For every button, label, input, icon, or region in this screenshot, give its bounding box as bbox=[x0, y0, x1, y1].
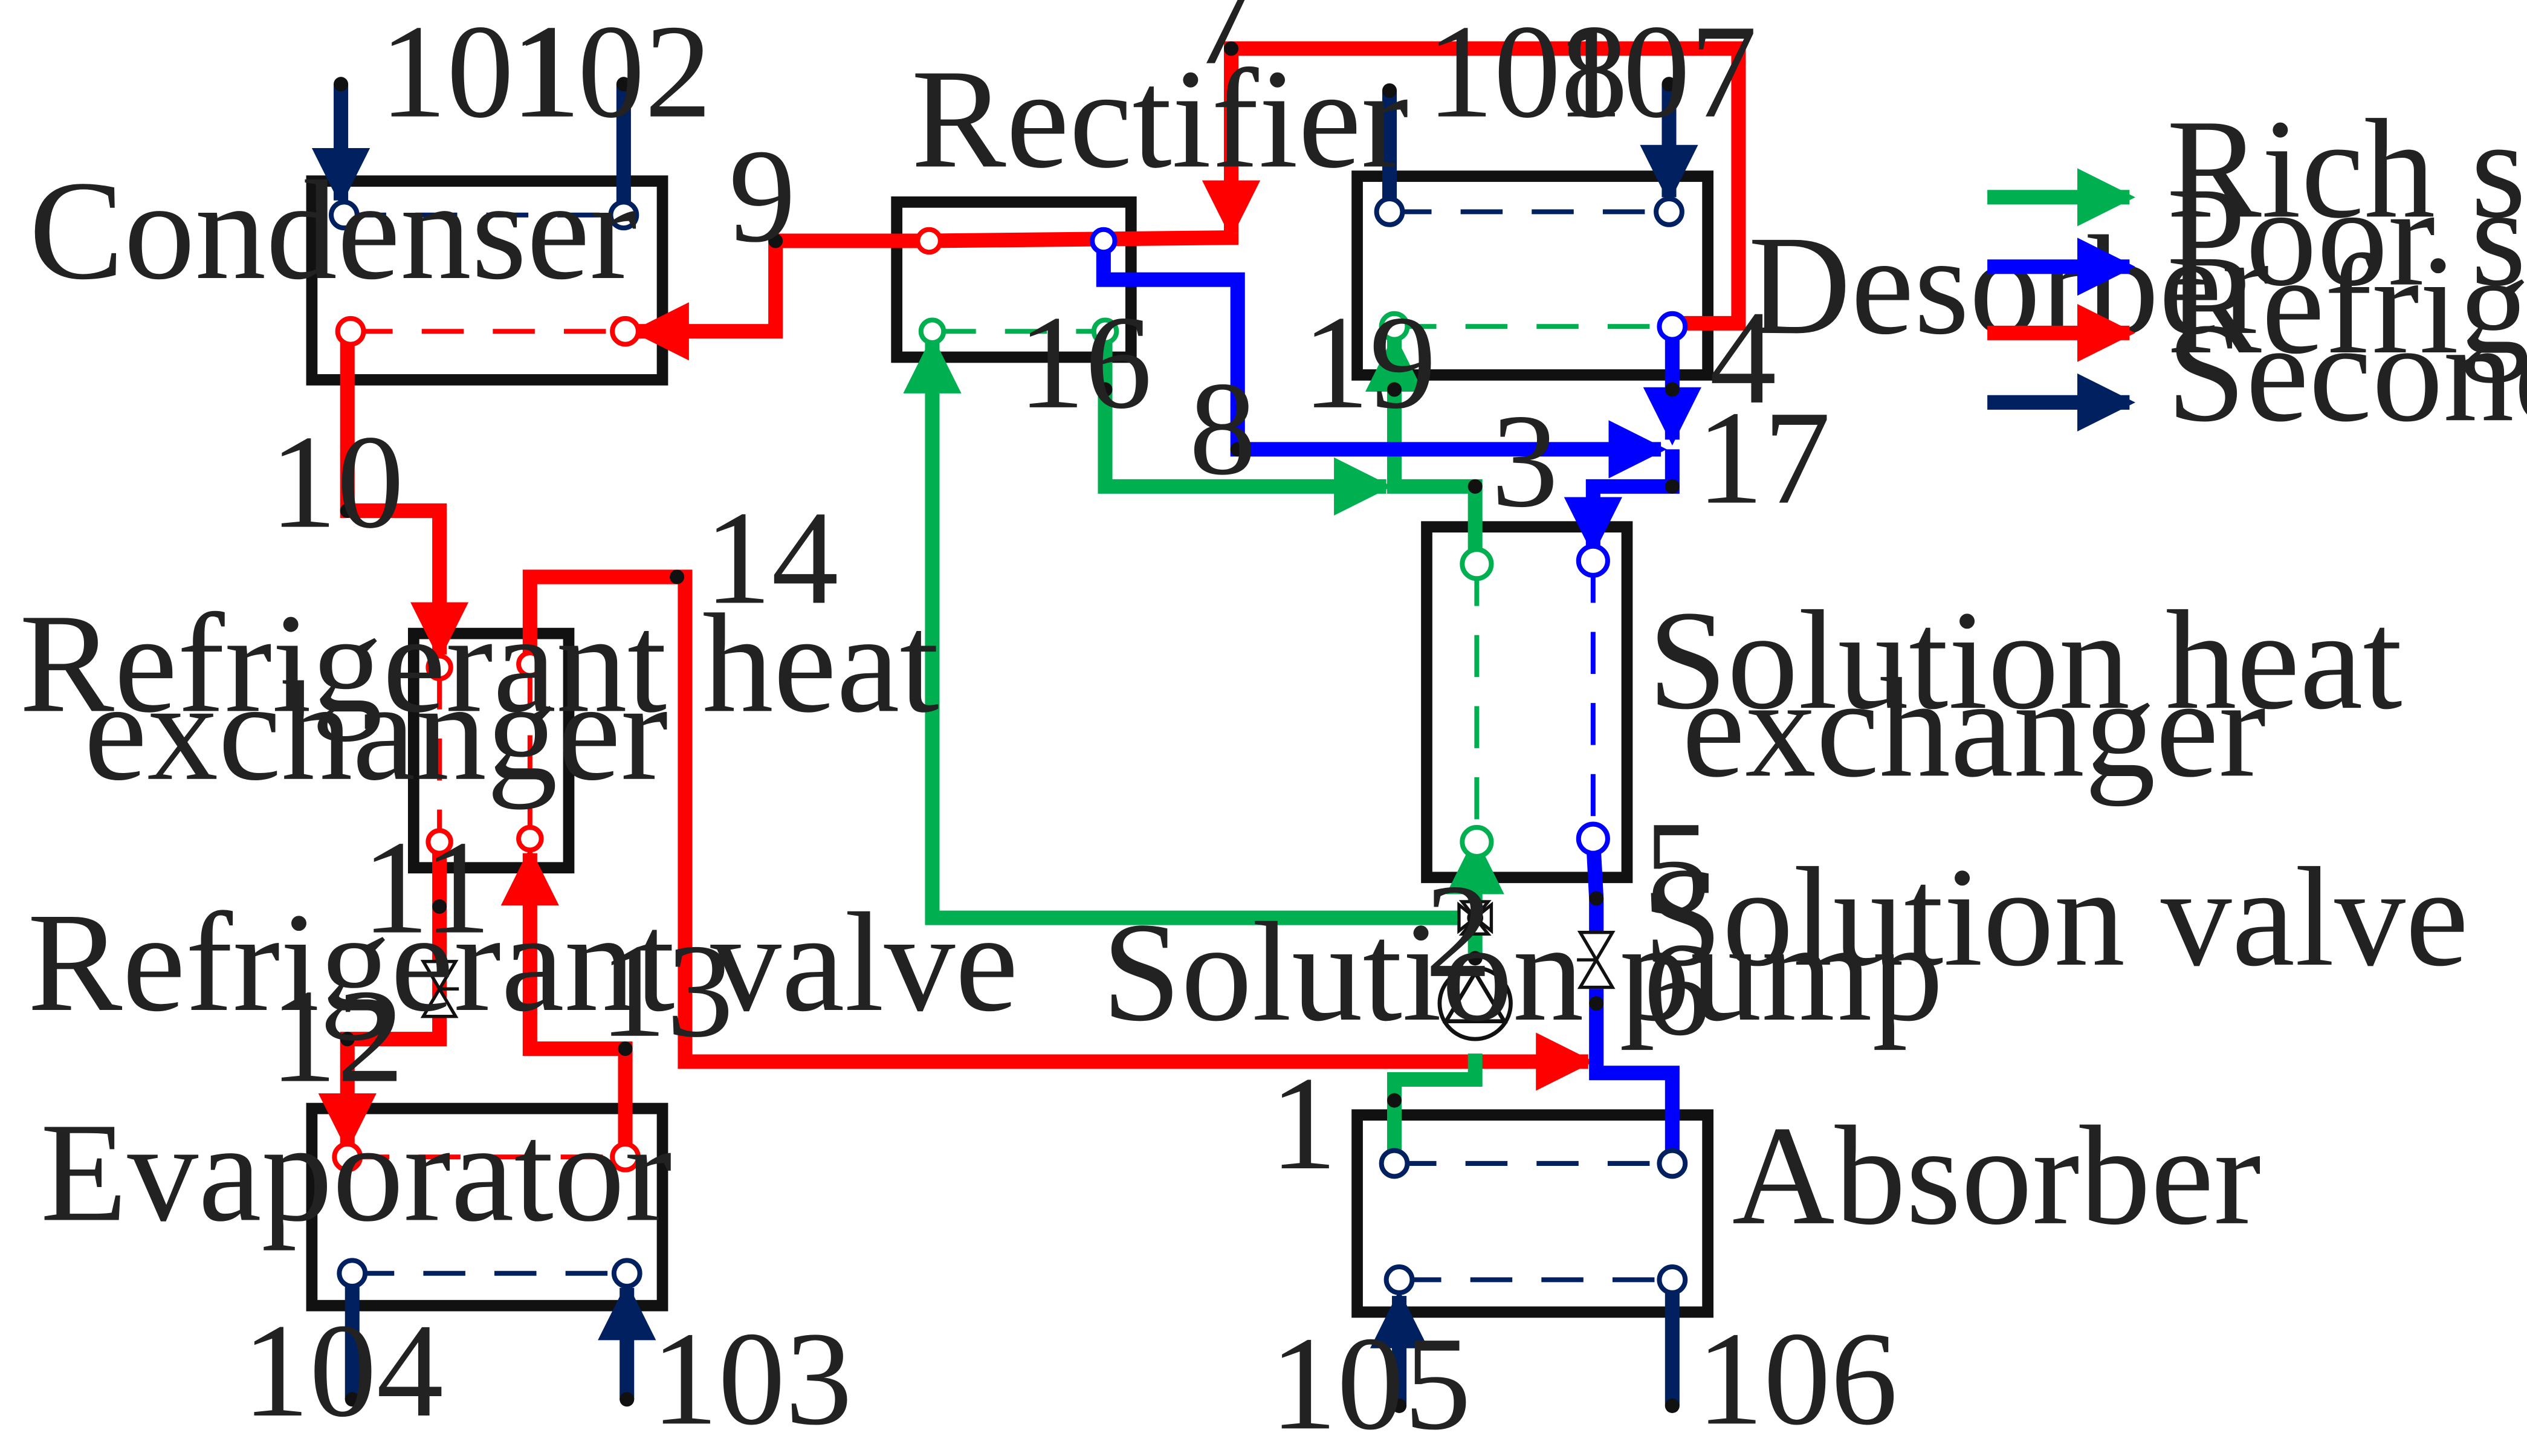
state-101: 101 bbox=[380, 0, 581, 146]
state-106: 106 bbox=[1697, 1304, 1898, 1452]
state-3: 3 bbox=[1491, 386, 1558, 535]
solution-pump-icon bbox=[1437, 966, 1513, 1041]
state-10: 10 bbox=[270, 407, 404, 556]
absorber-box bbox=[1351, 1109, 1714, 1318]
state-4: 4 bbox=[1709, 283, 1776, 432]
shx-label-line2: exchanger bbox=[1682, 649, 2266, 806]
condenser-label: Condenser bbox=[29, 151, 637, 309]
state-8: 8 bbox=[1189, 354, 1257, 502]
refrigerant-valve-icon bbox=[420, 960, 459, 1018]
state-1: 1 bbox=[1270, 1049, 1337, 1197]
legend-item-poor: Poor solution bbox=[1987, 158, 2527, 315]
state-108: 108 bbox=[1427, 0, 1628, 146]
state-16: 16 bbox=[1018, 288, 1152, 436]
evaporator-label: Evaporator bbox=[40, 1093, 672, 1251]
state-point-dots bbox=[334, 41, 1680, 1413]
absorber-label: Absorber bbox=[1732, 1096, 2261, 1254]
refrigerant-line-11-12 bbox=[318, 841, 447, 1152]
condenser-box bbox=[306, 175, 668, 386]
rich-line-1 bbox=[1387, 1053, 1483, 1163]
legend: Rich solution Poor solution Refrigerant … bbox=[1987, 89, 2527, 451]
state-14: 14 bbox=[705, 483, 839, 632]
poor-line-6 bbox=[1589, 989, 1680, 1163]
state-17: 17 bbox=[1697, 383, 1831, 532]
state-6: 6 bbox=[1643, 914, 1710, 1063]
three-way-valve-icon bbox=[1457, 900, 1493, 936]
state-103: 103 bbox=[651, 1304, 852, 1452]
rhx-label-line1: Refrigerant heat bbox=[19, 584, 939, 742]
state-104: 104 bbox=[242, 1296, 444, 1445]
refrigerant-line-13 bbox=[500, 847, 633, 1157]
desorber-box bbox=[1351, 170, 1714, 381]
state-point-numbers: 101 102 108 107 7 9 16 19 4 8 3 17 10 14… bbox=[242, 0, 1898, 1456]
rich-line-3 bbox=[1365, 333, 1483, 565]
refrigerant-line-9 bbox=[630, 233, 930, 361]
refrigerant-line-10 bbox=[340, 334, 469, 661]
solution-heat-exchanger-box bbox=[1421, 521, 1633, 884]
solution-valve-icon bbox=[1577, 930, 1616, 989]
refrigerant-line-7 bbox=[1202, 41, 1746, 331]
legend-item-rich: Rich solution bbox=[1987, 89, 2527, 247]
solution-valve-label: Solution valve bbox=[1643, 838, 2469, 995]
state-7: 7 bbox=[1191, 0, 1258, 92]
state-9: 9 bbox=[729, 121, 796, 270]
refrigerant-valve-label: Refrigerant valve bbox=[27, 883, 1018, 1041]
legend-item-refrigerant: Refrigerant bbox=[1987, 225, 2527, 383]
rectifier-label: Rectifier bbox=[911, 40, 1409, 198]
state-11: 11 bbox=[362, 813, 491, 962]
legend-label-poor: Poor solution bbox=[2167, 158, 2527, 315]
port-circles bbox=[329, 196, 1688, 1295]
state-102: 102 bbox=[511, 0, 712, 146]
shx-label-line1: Solution heat bbox=[1648, 581, 2402, 739]
rich-line-2-to-rectifier bbox=[903, 335, 1463, 925]
state-107: 107 bbox=[1556, 0, 1757, 146]
rhx-label-line2: exchanger bbox=[84, 652, 668, 810]
state-13: 13 bbox=[600, 916, 734, 1065]
legend-label-refrigerant: Refrigerant bbox=[2167, 225, 2527, 383]
poor-line-17 bbox=[1564, 449, 1680, 555]
legend-label-rich: Rich solution bbox=[2167, 89, 2527, 247]
legend-item-secondary: Secondary fluid bbox=[1987, 293, 2527, 451]
evaporator-box bbox=[306, 1102, 668, 1312]
refrigerant-heat-exchanger-box bbox=[408, 627, 575, 874]
refrigerant-line-14 bbox=[522, 569, 1594, 1091]
state-2: 2 bbox=[1425, 856, 1492, 1005]
solution-pump-label: Solution pump bbox=[1102, 893, 1943, 1050]
state-19: 19 bbox=[1302, 288, 1437, 436]
legend-label-secondary: Secondary fluid bbox=[2167, 293, 2527, 451]
poor-line-8 bbox=[1096, 241, 1667, 479]
state-5: 5 bbox=[1643, 794, 1710, 942]
state-105: 105 bbox=[1270, 1309, 1471, 1456]
refrigerant-line-7-join bbox=[929, 230, 1239, 248]
state-12: 12 bbox=[270, 962, 404, 1110]
